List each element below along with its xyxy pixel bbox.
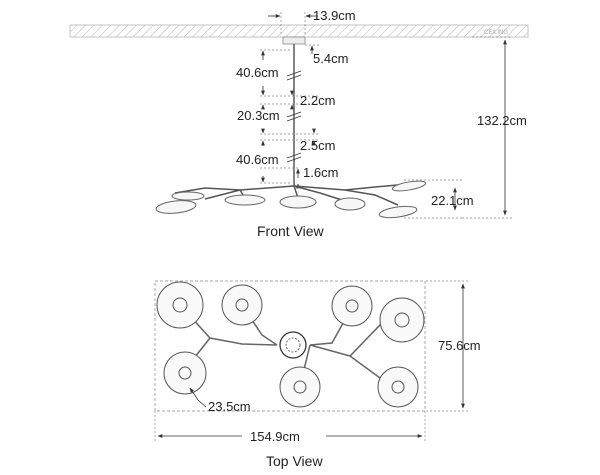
stem-break-3 <box>286 152 302 163</box>
top-shade <box>379 297 425 343</box>
stem-3-label: 40.6cm <box>236 152 279 167</box>
overall-width-label: 154.9cm <box>250 429 300 444</box>
stem-2-label: 20.3cm <box>237 108 280 123</box>
top-view-caption: Top View <box>266 453 323 469</box>
ceiling-label: CEILING <box>484 30 508 36</box>
top-center-hub <box>279 331 307 359</box>
top-shades <box>156 281 425 408</box>
top-shade <box>279 366 321 408</box>
stem-guides <box>260 49 320 184</box>
stem-bottom-label: 1.6cm <box>303 165 338 180</box>
front-shade <box>391 180 427 192</box>
top-view: 23.5cm 75.6cm 154.9cm Top View <box>154 280 481 469</box>
shade-diameter-label: 23.5cm <box>208 399 251 414</box>
front-shade <box>279 195 317 209</box>
stem-break-1 <box>286 70 302 81</box>
front-shade <box>378 205 418 219</box>
stem-dimension-arrows <box>261 50 316 189</box>
overall-height-guides <box>462 36 512 219</box>
front-view-caption: Front View <box>257 223 325 239</box>
front-shades <box>155 180 427 219</box>
front-view: CEILING 13.9cm 5.4cm <box>69 8 529 239</box>
ceiling <box>69 24 529 38</box>
shade-diameter-leader <box>189 387 207 408</box>
canopy <box>282 36 306 45</box>
top-shade <box>156 281 204 329</box>
top-shade <box>163 351 207 395</box>
overall-depth-label: 75.6cm <box>438 338 481 353</box>
front-shade <box>334 197 366 211</box>
fixture-height-label: 22.1cm <box>431 193 474 208</box>
top-shade <box>377 366 419 408</box>
overall-height-label: 132.2cm <box>477 113 527 128</box>
fixture-height-guides <box>404 179 462 219</box>
top-view-frame <box>154 280 426 412</box>
top-center-hub-inner <box>285 337 301 353</box>
front-shade <box>171 191 205 201</box>
front-shade <box>155 200 197 214</box>
canopy-width-label: 13.9cm <box>313 8 356 23</box>
stem-1-label: 40.6cm <box>236 65 279 80</box>
coupling-1-label: 2.2cm <box>300 93 335 108</box>
front-arms <box>174 183 409 206</box>
top-shade <box>331 285 373 327</box>
canopy-height-label: 5.4cm <box>313 51 348 66</box>
top-shade <box>221 284 263 326</box>
coupling-2-label: 2.5cm <box>300 138 335 153</box>
front-shade <box>224 194 266 206</box>
stem-break-2 <box>286 111 302 122</box>
